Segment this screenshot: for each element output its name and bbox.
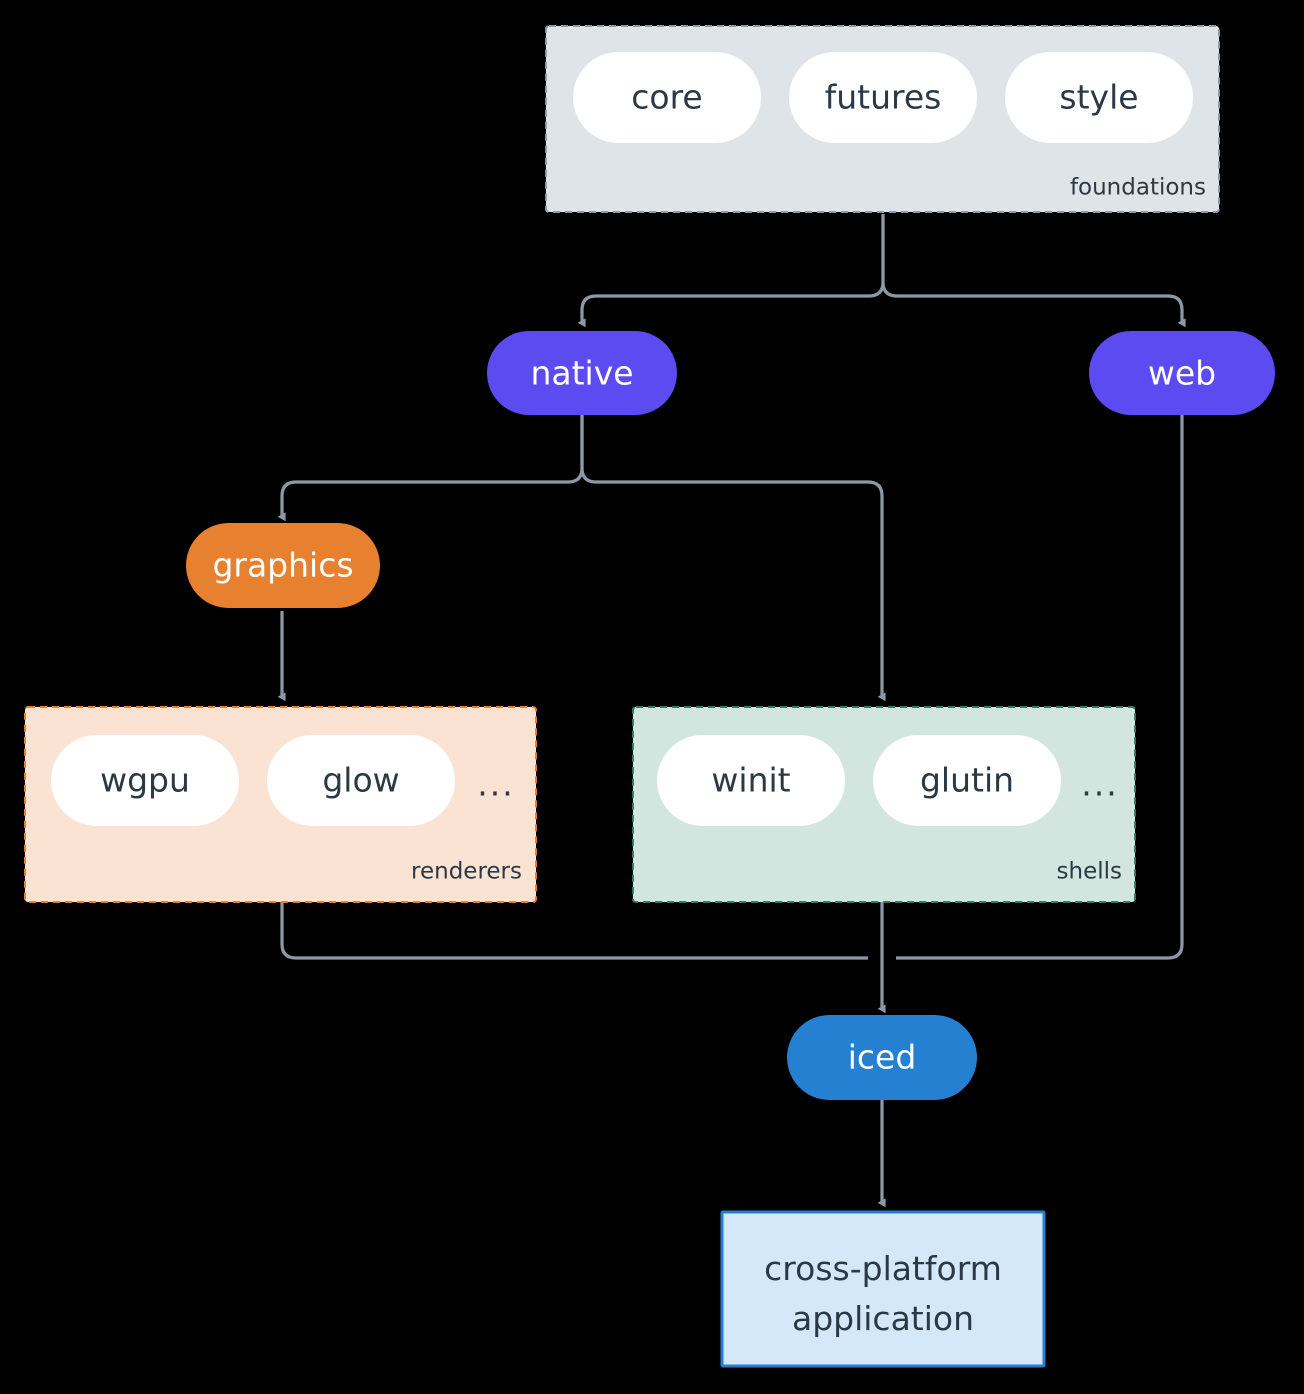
node-futures-shape [789, 52, 977, 143]
cluster-shells-overflow-ellipsis: ... [1081, 765, 1118, 804]
node-futures[interactable]: futures [789, 52, 977, 143]
node-wgpu[interactable]: wgpu [51, 735, 239, 826]
node-style-label: style [1059, 78, 1138, 117]
node-glutin-label: glutin [920, 761, 1014, 800]
node-application[interactable]: cross-platform application [720, 1210, 1046, 1368]
node-web[interactable]: web [1089, 331, 1275, 415]
node-style[interactable]: style [1005, 52, 1193, 143]
node-application-label-line1: cross-platform [764, 1249, 1002, 1288]
cluster-shells-label: shells [1057, 859, 1122, 885]
node-core[interactable]: core [573, 52, 761, 143]
node-iced[interactable]: iced [787, 1015, 977, 1100]
node-graphics-shape [186, 523, 380, 608]
node-glow-shape [267, 735, 455, 826]
node-winit[interactable]: winit [657, 735, 845, 826]
edge-native-to-shells [580, 415, 886, 702]
node-core-shape [573, 52, 761, 143]
node-glutin[interactable]: glutin [873, 735, 1061, 826]
node-graphics[interactable]: graphics [186, 523, 380, 608]
edge-native-to-graphics [277, 415, 584, 522]
cluster-foundations-label: foundations [1070, 175, 1206, 201]
node-core-label: core [631, 78, 702, 117]
node-glutin-shape [873, 735, 1061, 826]
node-native[interactable]: native [487, 331, 677, 415]
node-wgpu-shape [51, 735, 239, 826]
node-wgpu-label: wgpu [100, 761, 190, 800]
node-glow[interactable]: glow [267, 735, 455, 826]
cluster-renderers-label: renderers [411, 859, 522, 885]
node-glow-label: glow [322, 761, 399, 800]
cluster-shells: winit glutin ... shells [632, 706, 1136, 903]
node-application-label-line2: application [792, 1299, 974, 1338]
node-futures-label: futures [825, 78, 942, 117]
edge-web-to-iced [896, 415, 1184, 960]
cluster-foundations: core futures style foundations [545, 25, 1220, 213]
node-iced-shape [787, 1015, 977, 1100]
node-native-shape [487, 331, 677, 415]
node-graphics-label: graphics [212, 546, 353, 585]
edge-foundations-to-web [881, 214, 1186, 328]
node-winit-shape [657, 735, 845, 826]
edge-foundations-to-native [577, 214, 885, 328]
node-web-label: web [1148, 354, 1216, 393]
cluster-renderers: wgpu glow ... renderers [24, 706, 537, 903]
node-winit-label: winit [711, 761, 790, 800]
cluster-renderers-overflow-ellipsis: ... [477, 765, 514, 804]
node-style-shape [1005, 52, 1193, 143]
node-native-label: native [530, 354, 633, 393]
edge-layer [277, 214, 1186, 1208]
node-iced-label: iced [848, 1038, 917, 1077]
edge-renderers-to-iced [280, 902, 868, 960]
node-application-shape [720, 1210, 1046, 1368]
node-web-shape [1089, 331, 1275, 415]
